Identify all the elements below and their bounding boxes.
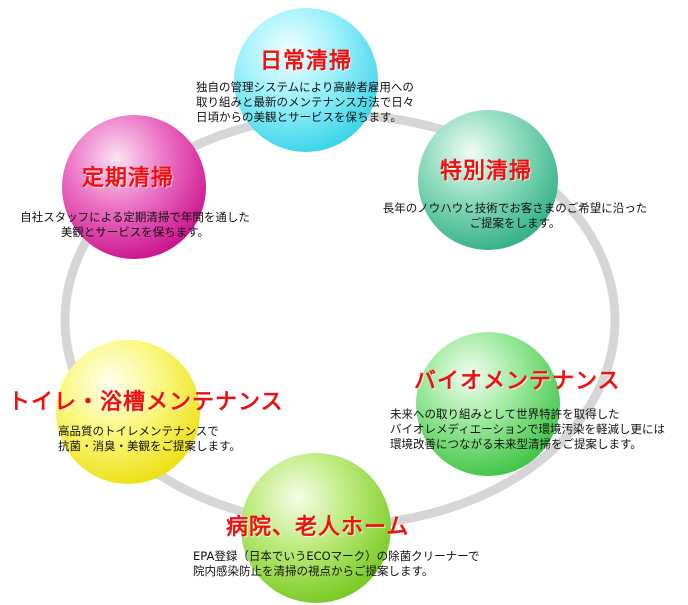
node-description: 長年のノウハウと技術でお客さまのご希望に沿った ご提案をします。 (367, 201, 663, 231)
desc-line: バイオレメディエーションで環境汚染を軽減し更には (390, 422, 665, 436)
desc-line: 抗菌・消臭・美観をご提案します。 (58, 439, 241, 453)
node-title: トイレ・浴槽メンテナンス (8, 390, 284, 415)
node-circle-toilet (56, 340, 200, 484)
node-title: バイオメンテナンス (414, 369, 621, 394)
node-circle-hospital (241, 453, 391, 603)
desc-line: 長年のノウハウと技術でお客さまのご希望に沿った (382, 201, 648, 215)
node-title: 定期清掃 (82, 166, 175, 191)
desc-line: 環境改善につながる未来型清掃をご提案します。 (390, 437, 642, 451)
desc-line: 日頃からの美観とサービスを保ちます。 (196, 110, 402, 124)
node-title: 病院、老人ホーム (226, 515, 410, 540)
desc-line: 取り組みと最新のメンテナンス方法で日々 (196, 95, 415, 109)
node-circle-daily (234, 8, 378, 152)
node-title: 日常清掃 (260, 49, 353, 74)
node-description: 未来への取り組みとして世界特許を取得した バイオレメディエーションで環境汚染を軽… (390, 407, 665, 452)
desc-line: 院内感染防止を清掃の視点からご提案します。 (193, 564, 434, 578)
desc-line: 未来への取り組みとして世界特許を取得した (390, 407, 620, 421)
node-circle-special (418, 110, 558, 250)
node-description: EPA登録（日本でいうECOマーク）の除菌クリーナーで 院内感染防止を清掃の視点… (193, 549, 480, 579)
desc-line: 高品質のトイレメンテナンスで (58, 424, 219, 438)
node-description: 高品質のトイレメンテナンスで 抗菌・消臭・美観をご提案します。 (58, 424, 241, 454)
node-description: 自社スタッフによる定期清掃で年間を通した 美観とサービスを保ちます。 (6, 210, 264, 240)
desc-line: EPA登録（日本でいうECOマーク）の除菌クリーナーで (193, 549, 480, 563)
desc-line: 独自の管理システムにより高齢者雇用への (196, 80, 414, 94)
node-circle-bio (416, 332, 560, 476)
node-circle-periodic (62, 115, 206, 259)
desc-line: 自社スタッフによる定期清掃で年間を通した (20, 210, 250, 224)
desc-line: 美観とサービスを保ちます。 (60, 225, 210, 239)
desc-line: ご提案をします。 (469, 216, 561, 230)
node-description: 独自の管理システムにより高齢者雇用への 取り組みと最新のメンテナンス方法で日々 … (196, 80, 414, 125)
node-title: 特別清掃 (440, 159, 533, 184)
